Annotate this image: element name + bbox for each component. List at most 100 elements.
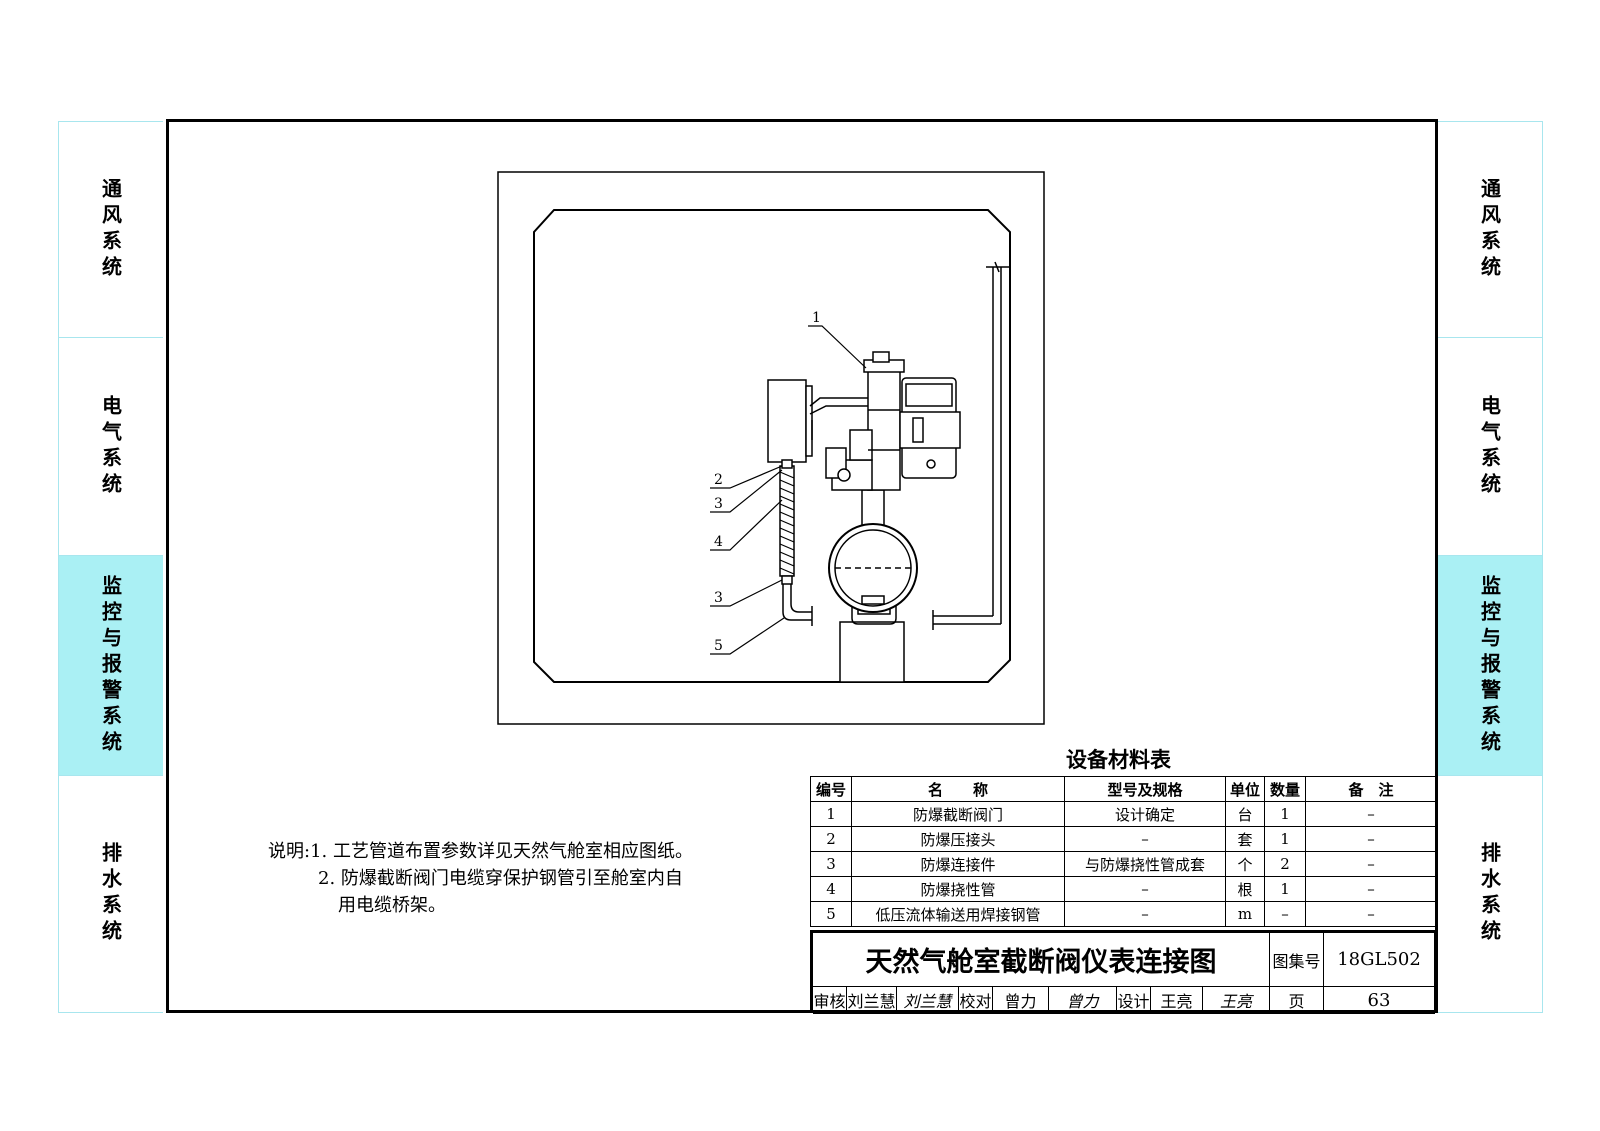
tab-drainage[interactable]: 排水系统 [59,776,163,1012]
tab-label: 通风系统 [98,177,123,282]
tab-label: 电气系统 [98,394,123,499]
tab-electrical[interactable]: 电气系统 [59,338,163,556]
tab-electrical[interactable]: 电气系统 [1438,338,1542,556]
tab-label: 通风系统 [1477,177,1502,282]
note-2: 2. 防爆截断阀门电缆穿保护钢管引至舱室内自 [318,868,683,889]
callout-leaders [710,325,867,655]
tab-label: 监控与报警系统 [98,574,123,757]
tab-label: 排水系统 [98,842,123,946]
bom-cell: 低压流体输送用焊接钢管 [851,901,1065,927]
table-row: 3 防爆连接件 与防爆挠性管成套 个 2 – [810,851,1437,877]
page-number: 63 [1324,987,1435,1014]
bom-cell: – [1305,901,1437,927]
reviewer-signature: 刘兰慧 [897,987,959,1014]
bom-cell: – [1064,901,1226,927]
drawing-frame [166,119,1438,1013]
table-row: 4 防爆挠性管 – 根 1 – [810,876,1437,902]
bom-cell: 2 [1264,851,1306,877]
valve-pedestal [839,598,905,683]
bom-title: 设备材料表 [1066,748,1171,772]
callout-3b: 3 [714,590,723,606]
checker-name: 曾力 [993,987,1049,1014]
table-row: 5 低压流体输送用焊接钢管 – m – – [810,901,1437,927]
design-label: 设计 [1117,987,1151,1014]
right-steel-pipe [932,261,1010,630]
valve-actuator [825,351,961,491]
reviewer-name: 刘兰慧 [847,987,897,1014]
shutoff-valve [828,489,918,613]
note-1: 1. 工艺管道布置参数详见天然气舱室相应图纸。 [310,841,693,862]
notes-prefix: 说明: [268,841,311,862]
checker-signature: 曾力 [1049,987,1117,1014]
drawing-title: 天然气舱室截断阀仪表连接图 [813,933,1270,987]
page-label: 页 [1270,987,1324,1014]
bom-cell: 1 [1264,876,1306,902]
check-label: 校对 [959,987,993,1014]
title-block: 天然气舱室截断阀仪表连接图 图集号 18GL502 审核 刘兰慧 刘兰慧 校对 … [810,930,1438,1014]
bom-cell: – [1064,826,1226,852]
atlas-number: 18GL502 [1324,933,1435,987]
callout-2: 2 [714,472,723,488]
cabin-outline [533,209,1011,683]
bom-cell: 防爆连接件 [851,851,1065,877]
tab-label: 监控与报警系统 [1477,574,1502,757]
callout-labels: 1 2 3 4 3 5 [714,310,821,654]
atlas-label: 图集号 [1270,933,1324,987]
designer-signature: 王亮 [1203,987,1270,1014]
callout-5: 5 [714,638,723,654]
bom-header: 名 称 [851,776,1065,802]
bom-cell: – [1064,876,1226,902]
bom-cell: 套 [1225,826,1265,852]
bom-header: 型号及规格 [1064,776,1226,802]
bom-cell: 个 [1225,851,1265,877]
bom-cell: m [1225,901,1265,927]
bom-cell: 1 [1264,801,1306,827]
tab-label: 排水系统 [1477,842,1502,946]
bom-cell: – [1305,801,1437,827]
bom-cell: 防爆挠性管 [851,876,1065,902]
bom-header: 备 注 [1305,776,1437,802]
bom-table: 编号 名 称 型号及规格 单位 数量 备 注 1 防爆截断阀门 设计确定 台 1… [810,776,1437,927]
tab-label: 电气系统 [1477,394,1502,499]
callout-1: 1 [812,310,821,326]
bom-cell: 与防爆挠性管成套 [1064,851,1226,877]
bom-cell: 3 [810,851,852,877]
bom-cell: 设计确定 [1064,801,1226,827]
tab-ventilation[interactable]: 通风系统 [1438,122,1542,338]
callout-4: 4 [714,534,723,550]
explosion-proof-junction-box [767,379,868,463]
table-row: 1 防爆截断阀门 设计确定 台 1 – [810,801,1437,827]
tab-drainage[interactable]: 排水系统 [1438,776,1542,1012]
bom-cell: – [1305,826,1437,852]
bom-cell: – [1264,901,1306,927]
bom-header: 数量 [1264,776,1306,802]
tab-ventilation[interactable]: 通风系统 [59,122,163,338]
tab-monitoring-alarm[interactable]: 监控与报警系统 [59,556,163,776]
left-steel-pipe [782,584,813,626]
notes: 说明:1. 工艺管道布置参数详见天然气舱室相应图纸。 2. 防爆截断阀门电缆穿保… [268,838,693,919]
side-tabs-left: 通风系统 电气系统 监控与报警系统 排水系统 [58,121,163,1013]
bom-cell: 5 [810,901,852,927]
bom-cell: 根 [1225,876,1265,902]
bom-cell: – [1305,851,1437,877]
bom-cell: 防爆截断阀门 [851,801,1065,827]
side-tabs-right: 通风系统 电气系统 监控与报警系统 排水系统 [1438,121,1543,1013]
bom-cell: 1 [1264,826,1306,852]
drawing-boundary [497,171,1045,725]
review-label: 审核 [813,987,847,1014]
bom-cell: 台 [1225,801,1265,827]
bom-cell: 4 [810,876,852,902]
table-row: 2 防爆压接头 – 套 1 – [810,826,1437,852]
flexible-hose [779,459,795,585]
bom-header-row: 编号 名 称 型号及规格 单位 数量 备 注 [810,776,1437,802]
bom-cell: 防爆压接头 [851,826,1065,852]
tab-monitoring-alarm[interactable]: 监控与报警系统 [1438,556,1542,776]
bom-cell: 1 [810,801,852,827]
bom-cell: – [1305,876,1437,902]
bom-header: 编号 [810,776,852,802]
designer-name: 王亮 [1151,987,1203,1014]
note-2-cont: 用电缆桥架。 [338,895,446,916]
bom-header: 单位 [1225,776,1265,802]
callout-3: 3 [714,496,723,512]
